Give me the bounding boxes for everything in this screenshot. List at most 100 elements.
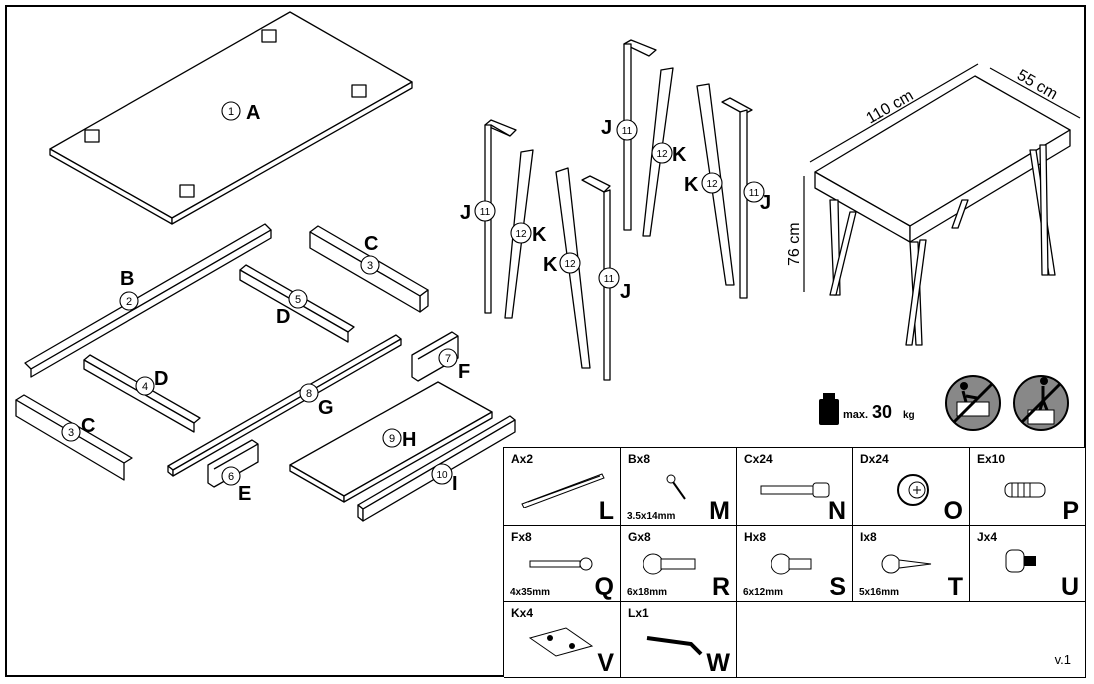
hardware-l-letter: L	[598, 497, 614, 525]
hardware-s-letter: S	[829, 573, 846, 601]
allen-key-icon	[646, 636, 703, 656]
slide-rail-icon	[521, 473, 605, 508]
label-k-1-number: 12	[515, 229, 527, 240]
part-f-bracket	[411, 331, 459, 382]
max-load-prefix: max.	[843, 409, 868, 421]
mending-plate-icon	[528, 627, 594, 657]
hardware-table: Ax2 L Bx8 3.5x14mm M Cx24 N Dx24 O Ex	[503, 447, 1086, 678]
label-c-top-letter: C	[364, 233, 378, 255]
label-f-letter: F	[458, 361, 470, 383]
no-sitting-icon	[945, 375, 1001, 431]
part-e-bracket	[207, 439, 259, 488]
label-b-letter: B	[120, 268, 134, 290]
label-c-bottom: 3 C	[61, 415, 95, 442]
hardware-s-size: 6x12mm	[743, 587, 784, 598]
hardware-empty-cell: v.1	[737, 602, 1086, 678]
no-standing-icon	[1013, 375, 1069, 431]
label-h-number: 9	[389, 433, 395, 445]
hardware-cell-m: Bx8 3.5x14mm M	[621, 448, 737, 526]
hardware-n-letter: N	[827, 497, 846, 525]
hardware-o-letter: O	[943, 497, 963, 525]
hardware-w-letter: W	[706, 649, 730, 677]
hardware-u-letter: U	[1060, 573, 1079, 601]
label-j-4: 11 J	[743, 181, 771, 214]
hardware-m-count: Bx8	[628, 452, 651, 466]
label-j-4-number: 11	[749, 188, 760, 199]
label-j-2: 11 J	[598, 267, 631, 303]
leveler-foot-icon	[1005, 549, 1036, 573]
label-e: 6 E	[221, 466, 251, 505]
label-d-4-number: 4	[142, 381, 148, 393]
label-i-number: 10	[436, 470, 448, 481]
hardware-cell-w: Lx1 W	[621, 602, 737, 678]
label-c-bottom-letter: C	[81, 415, 95, 437]
cam-lock-icon	[897, 474, 929, 506]
part-g-bar	[167, 334, 402, 477]
label-j-4-letter: J	[760, 192, 771, 214]
part-j-leg-4	[721, 97, 753, 299]
label-j-3-letter: J	[601, 117, 612, 139]
label-h: 9 H	[382, 428, 416, 451]
label-k-3: 12 K	[651, 142, 687, 166]
max-load-unit: kg	[903, 410, 915, 421]
label-b-number: 2	[126, 296, 132, 308]
label-j-2-letter: J	[620, 281, 631, 303]
hardware-q-letter: Q	[594, 573, 614, 601]
hardware-r-size: 6x18mm	[627, 587, 668, 598]
hardware-cell-p: Ex10 P	[970, 448, 1086, 526]
label-c-bottom-number: 3	[68, 427, 74, 439]
label-f-number: 7	[445, 353, 451, 365]
hardware-w-count: Lx1	[628, 606, 649, 620]
label-c-top-number: 3	[367, 260, 373, 272]
label-d-4-letter: D	[154, 368, 168, 390]
hardware-v-count: Kx4	[511, 606, 534, 620]
hardware-r-count: Gx8	[628, 530, 651, 544]
hardware-s-count: Hx8	[744, 530, 767, 544]
hardware-o-count: Dx24	[860, 452, 889, 466]
label-k-4-letter: K	[684, 174, 699, 196]
label-k-2: 12 K	[543, 252, 581, 276]
hardware-n-count: Cx24	[744, 452, 773, 466]
label-a-number: 1	[228, 106, 234, 118]
label-j-3: 11 J	[601, 117, 638, 141]
label-k-4-number: 12	[706, 179, 718, 190]
label-i-letter: I	[452, 473, 458, 495]
dimension-lines	[803, 63, 1081, 292]
dowel-icon	[1004, 482, 1046, 498]
label-e-number: 6	[228, 471, 234, 483]
label-c-top: 3 C	[360, 233, 380, 275]
label-j-1-letter: J	[460, 202, 471, 224]
hardware-cell-o: Dx24 O	[853, 448, 970, 526]
hardware-t-count: Ix8	[860, 530, 877, 544]
hardware-l-count: Ax2	[511, 452, 534, 466]
dim-depth: 55 cm	[1014, 67, 1060, 104]
cam-bolt-icon	[760, 482, 830, 498]
weight-icon	[819, 393, 839, 425]
label-a: 1 A	[221, 101, 260, 124]
label-f: 7 F	[438, 348, 470, 383]
label-g: 8 G	[299, 383, 334, 419]
hardware-q-size: 4x35mm	[510, 587, 551, 598]
hardware-cell-v: Kx4 V	[504, 602, 621, 678]
hardware-cell-l: Ax2 L	[504, 448, 621, 526]
wood-screw-icon	[529, 557, 593, 571]
label-k-3-letter: K	[672, 144, 687, 166]
label-d-5-letter: D	[276, 306, 290, 328]
hardware-t-letter: T	[947, 573, 963, 601]
hardware-cell-q: Fx8 4x35mm Q	[504, 526, 621, 602]
label-g-letter: G	[318, 397, 334, 419]
hardware-cell-t: Ix8 5x16mm T	[853, 526, 970, 602]
label-k-1-letter: K	[532, 224, 547, 246]
bolt-short-icon	[771, 553, 812, 575]
label-j-1-number: 11	[480, 207, 491, 218]
label-d-4: 4 D	[135, 368, 168, 396]
label-j-2-number: 11	[604, 274, 615, 285]
label-k-3-number: 12	[656, 149, 668, 160]
hardware-u-count: Jx4	[977, 530, 998, 544]
hardware-cell-u: Jx4 U	[970, 526, 1086, 602]
label-e-letter: E	[238, 483, 251, 505]
label-j-3-number: 11	[622, 126, 633, 137]
label-a-letter: A	[246, 102, 260, 124]
part-b-rail	[24, 223, 272, 378]
